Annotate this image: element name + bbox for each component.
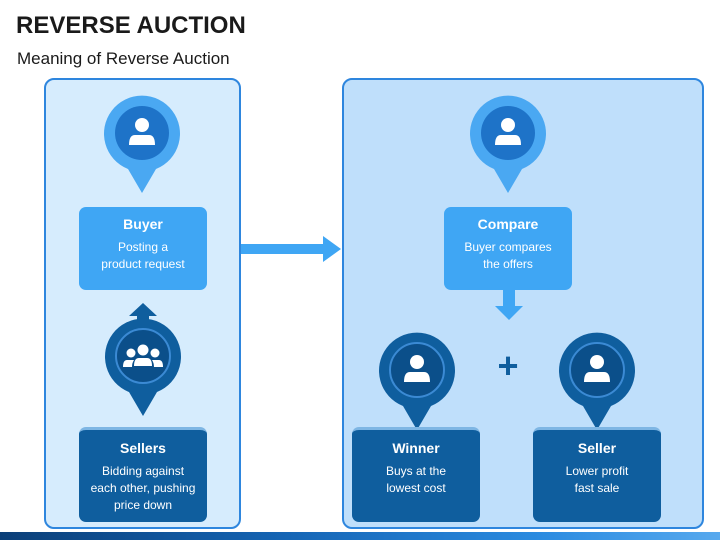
seller-text-line: fast sale <box>574 481 620 495</box>
seller-pin <box>557 332 637 430</box>
page-subtitle: Meaning of Reverse Auction <box>17 49 230 68</box>
buyer-title: Buyer <box>123 216 163 232</box>
compare-pin <box>468 95 548 193</box>
person-icon <box>104 95 180 193</box>
winner-title: Winner <box>392 440 440 456</box>
compare-card: Compare Buyer compares the offers <box>444 207 572 290</box>
person-icon <box>559 332 635 430</box>
seller-text-line: Lower profit <box>565 464 629 478</box>
sellers-text-line: each other, pushing <box>90 481 196 495</box>
winner-text-line: Buys at the <box>385 464 447 478</box>
seller-card: Seller Lower profit fast sale <box>533 427 661 522</box>
person-icon <box>379 332 455 430</box>
person-icon <box>470 95 546 193</box>
sellers-text-line: price down <box>113 498 173 512</box>
compare-title: Compare <box>477 216 539 232</box>
winner-text-line: lowest cost <box>386 481 446 495</box>
sellers-card: Sellers Bidding against each other, push… <box>79 427 207 522</box>
sellers-text-line: Bidding against <box>101 464 185 478</box>
bottom-accent-bar <box>0 532 720 540</box>
sellers-pin <box>103 318 183 416</box>
sellers-title: Sellers <box>120 440 166 456</box>
buyer-text-line: product request <box>101 257 185 271</box>
down-arrow-icon <box>495 290 523 320</box>
compare-text-line: the offers <box>483 257 533 271</box>
buyer-text-line: Posting a <box>117 240 169 254</box>
plus-sign: + <box>497 345 519 386</box>
compare-text-line: Buyer compares <box>464 240 552 254</box>
buyer-pin <box>102 95 182 193</box>
group-icon <box>105 318 181 416</box>
winner-card: Winner Buys at the lowest cost <box>352 427 480 522</box>
seller-title: Seller <box>577 440 617 456</box>
page-title: REVERSE AUCTION <box>16 12 246 39</box>
right-arrow-icon <box>241 236 341 262</box>
buyer-card: Buyer Posting a product request <box>79 207 207 290</box>
winner-pin <box>377 332 457 430</box>
